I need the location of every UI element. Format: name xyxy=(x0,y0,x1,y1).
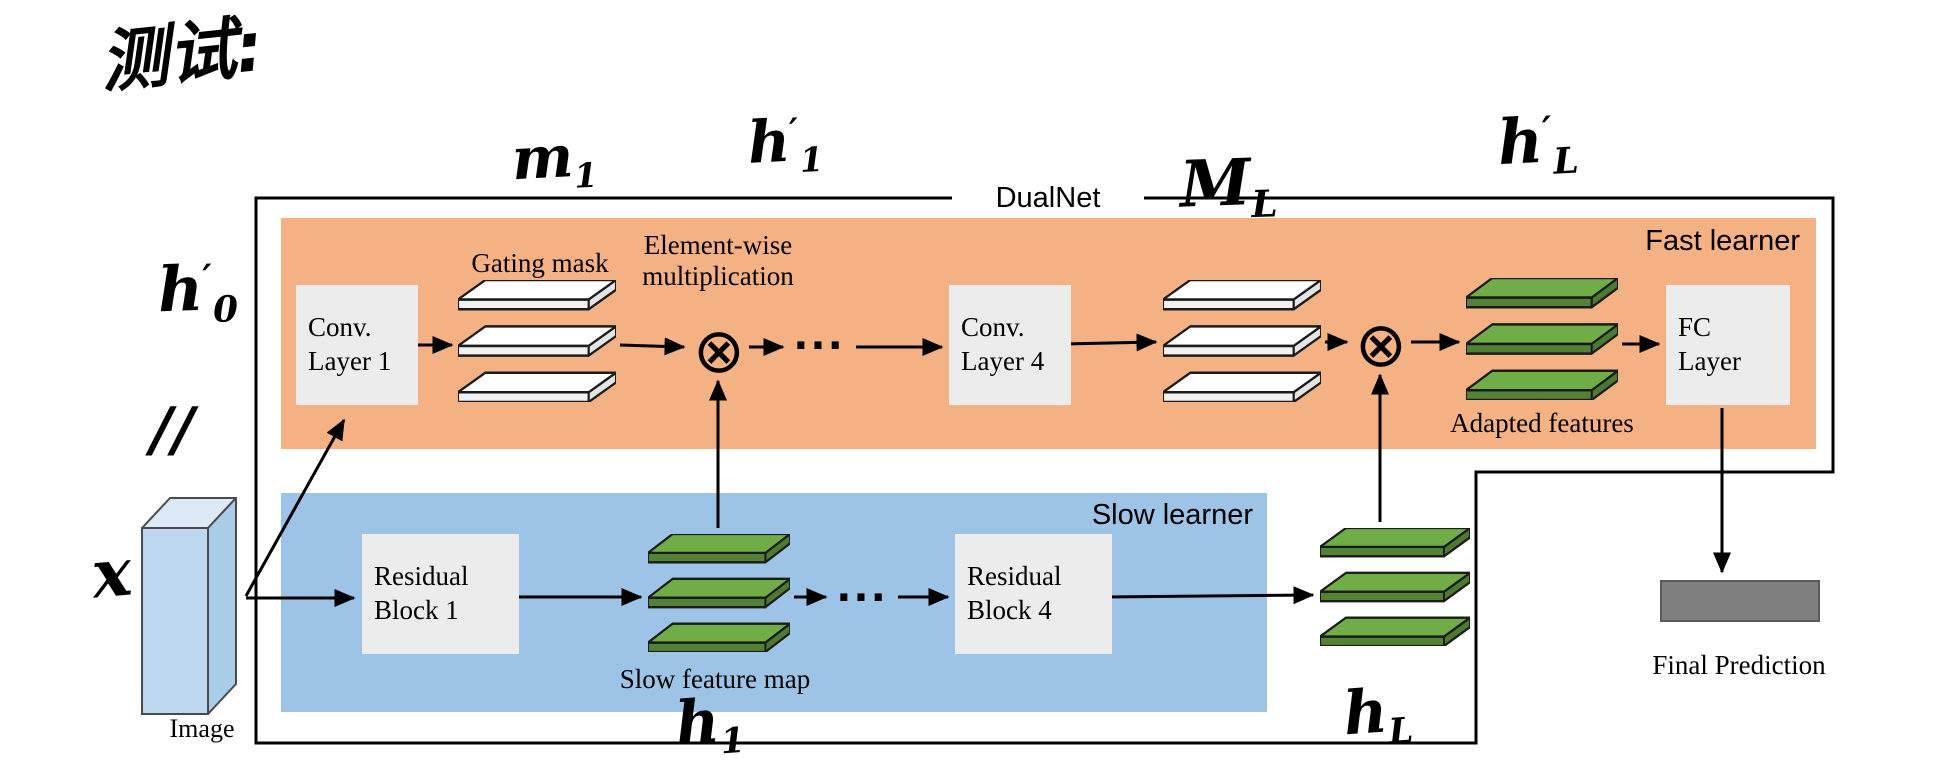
hw-h1p-base: h xyxy=(746,106,792,177)
res1-line2: Block 1 xyxy=(374,595,459,625)
residual-block-4: Residual Block 4 xyxy=(955,534,1112,654)
hw-h1-prime: h′1 xyxy=(746,106,825,180)
hw-test-note: 测试: xyxy=(96,7,267,104)
conv-layer-1-block: Conv. Layer 1 xyxy=(296,285,418,405)
conv4-line2: Layer 4 xyxy=(961,346,1045,376)
res4-line1: Residual xyxy=(967,561,1062,592)
slow-feature-map-stack xyxy=(648,534,790,652)
conv1-line1: Conv. xyxy=(308,312,372,343)
conv-layer-4-block: Conv. Layer 4 xyxy=(949,285,1071,405)
hw-h1: h1 xyxy=(673,686,747,764)
res1-line1: Residual xyxy=(374,561,469,592)
hw-m1-base: m xyxy=(510,122,575,194)
hw-x: x xyxy=(88,532,135,614)
hw-h1p-sub: 1 xyxy=(798,138,825,180)
hw-h0-prime: h′0 xyxy=(157,252,239,332)
hw-hL-base: h xyxy=(1341,676,1390,750)
fc-line2: Layer xyxy=(1678,346,1741,376)
fc-line1: FC xyxy=(1678,312,1712,343)
elementwise-multiply-icon: ⊗ xyxy=(693,314,745,387)
hw-mL: ML xyxy=(1179,145,1279,227)
hw-h1-base: h xyxy=(673,686,722,760)
hw-h1p-sup: ′ xyxy=(788,109,800,151)
hw-hL-sub: L xyxy=(1387,709,1415,753)
residual-block-1: Residual Block 1 xyxy=(362,534,519,654)
slow-ellipsis: ··· xyxy=(836,575,888,621)
fc-layer-block: FC Layer xyxy=(1666,285,1790,405)
hw-hLp-base: h xyxy=(1495,103,1545,180)
elementwise-label: Element-wise multiplication xyxy=(606,230,830,292)
fast-learner-label: Fast learner xyxy=(1645,225,1800,257)
hw-h0p-sub: 0 xyxy=(212,288,239,332)
hw-m1-sub: 1 xyxy=(573,154,599,196)
final-prediction-bar xyxy=(1660,580,1820,622)
res4-line2: Block 4 xyxy=(967,595,1052,625)
hw-h0p-sup: ′ xyxy=(201,256,213,300)
hl-feature-stack xyxy=(1320,528,1470,646)
adapted-features-stack xyxy=(1466,278,1618,400)
conv1-line2: Layer 1 xyxy=(308,346,392,376)
gating-mask-stack xyxy=(458,280,616,402)
adapted-features-label: Adapted features xyxy=(1450,408,1634,438)
elementwise-line1: Element-wise xyxy=(643,230,793,260)
fast-ellipsis: ··· xyxy=(793,323,845,369)
hw-hLp-sub: L xyxy=(1552,139,1580,183)
hw-m1: m1 xyxy=(510,122,599,197)
input-image-slab xyxy=(138,472,250,725)
hw-hL-prime: h′L xyxy=(1496,104,1580,184)
image-label: Image xyxy=(169,714,235,743)
gating-mask-stack-2 xyxy=(1163,280,1321,402)
elementwise-multiply-icon-2: ⊗ xyxy=(1355,308,1407,381)
final-prediction-label: Final Prediction xyxy=(1652,650,1826,680)
hw-h1-sub: 1 xyxy=(719,719,747,763)
dualnet-title: DualNet xyxy=(952,179,1144,217)
slow-learner-label: Slow learner xyxy=(1091,499,1253,531)
hw-mL-base: M xyxy=(1178,145,1252,223)
hw-mL-sub: L xyxy=(1250,181,1279,227)
conv4-line1: Conv. xyxy=(961,312,1025,343)
hw-hL: hL xyxy=(1341,676,1415,754)
hw-h0p-base: h xyxy=(156,251,205,327)
hw-double-slash: // xyxy=(150,395,194,465)
hw-hLp-sup: ′ xyxy=(1541,108,1553,151)
elementwise-line2: multiplication xyxy=(642,261,794,292)
